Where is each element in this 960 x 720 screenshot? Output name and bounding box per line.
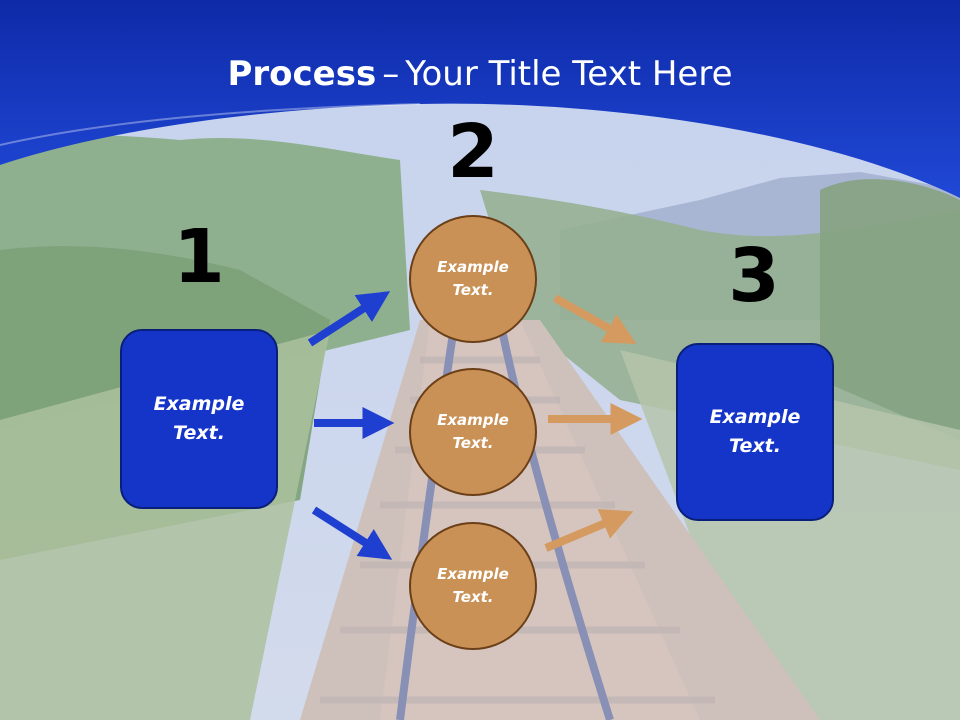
title-separator: –	[382, 54, 400, 94]
step-number-1: 1	[173, 214, 225, 300]
step-number-3: 3	[728, 233, 780, 319]
circle-top: Example Text.	[409, 215, 537, 343]
circle-middle: Example Text.	[409, 368, 537, 496]
right-text-box: Example Text.	[676, 343, 834, 521]
step-number-2: 2	[447, 109, 499, 195]
title-bold: Process	[227, 54, 377, 94]
slide-title: Process–Your Title Text Here	[0, 52, 960, 96]
arrow-tan-down	[553, 294, 637, 345]
arrow-blue-down	[311, 506, 393, 560]
circle-bottom: Example Text.	[409, 522, 537, 650]
left-text-box: Example Text.	[120, 329, 278, 509]
title-rest: Your Title Text Here	[405, 54, 733, 94]
arrow-blue-up	[307, 291, 391, 347]
arrow-tan-up	[544, 509, 634, 552]
